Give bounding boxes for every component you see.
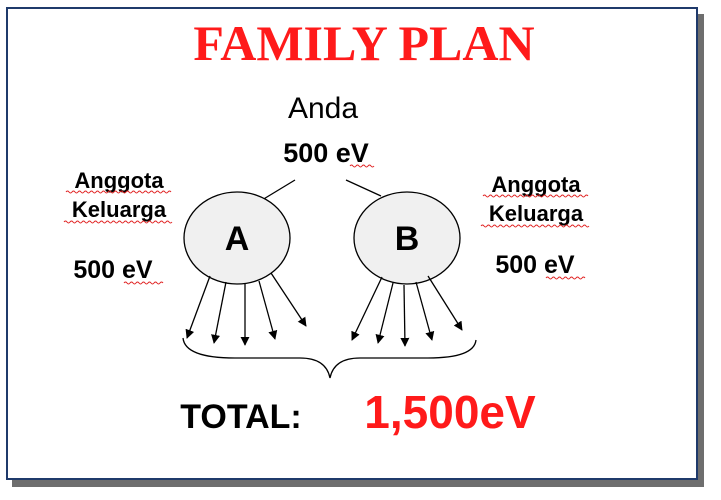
right-label-line1: Anggota (491, 172, 581, 197)
arrow (211, 281, 227, 344)
connector-left (261, 179, 296, 201)
spellcheck-underline (545, 276, 586, 280)
spellcheck-underline (123, 281, 164, 285)
arrow (375, 282, 394, 344)
top-value: 500 eV (283, 138, 369, 168)
arrow (400, 284, 410, 347)
slide-frame (6, 7, 698, 480)
arrow (270, 272, 307, 327)
node-b-label: B (395, 220, 420, 258)
spellcheck-underline (65, 190, 172, 194)
left-label-line1: Anggota (74, 168, 164, 193)
total-value: 1,500eV (364, 386, 536, 438)
arrow (415, 281, 435, 341)
page-title: FAMILY PLAN (193, 15, 534, 71)
arrow (351, 276, 383, 341)
node-a-arrows (185, 272, 307, 346)
spellcheck-underline (482, 194, 589, 198)
node-b-arrows (351, 275, 463, 347)
curly-brace (182, 337, 477, 379)
spellcheck-underline (480, 224, 590, 228)
right-label-line2: Keluarga (489, 201, 584, 226)
right-value: 500 eV (495, 251, 575, 279)
left-value: 500 eV (73, 256, 153, 284)
node-a-label: A (225, 220, 250, 258)
total-label: TOTAL: (180, 398, 302, 436)
arrow (185, 275, 211, 339)
top-name: Anda (288, 92, 358, 125)
spellcheck-underline (349, 164, 375, 168)
node-b-circle (353, 191, 461, 285)
connector-right (345, 179, 382, 197)
arrow (427, 275, 463, 331)
spellcheck-underline (63, 220, 173, 224)
node-a-circle (183, 191, 291, 285)
left-label-line2: Keluarga (72, 197, 167, 222)
arrow (258, 280, 278, 340)
